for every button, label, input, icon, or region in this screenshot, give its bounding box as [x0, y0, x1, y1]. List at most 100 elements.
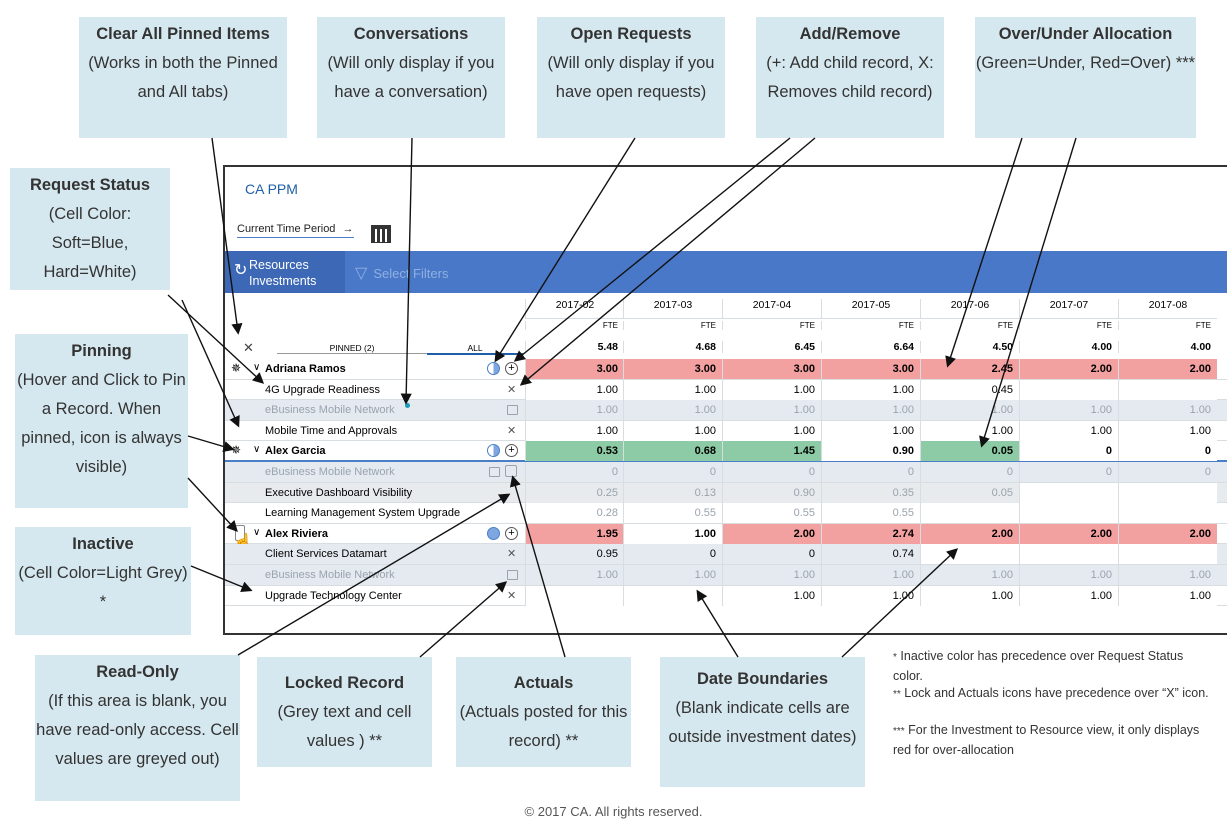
allocation-cell[interactable] [1118, 544, 1217, 565]
allocation-cell[interactable]: 3.00 [623, 359, 722, 379]
allocation-cell[interactable]: 0.55 [722, 503, 821, 524]
allocation-cell[interactable]: 3.00 [525, 359, 624, 379]
remove-child-icon[interactable]: ✕ [507, 589, 517, 602]
allocation-cell[interactable]: 1.00 [525, 379, 624, 400]
add-child-icon[interactable]: + [505, 526, 518, 540]
allocation-cell[interactable]: 0.90 [821, 441, 920, 462]
allocation-cell[interactable]: 1.00 [623, 379, 722, 400]
remove-child-icon[interactable]: ✕ [507, 548, 517, 561]
open-request-icon[interactable] [487, 444, 500, 458]
allocation-cell[interactable]: 0 [1118, 441, 1217, 462]
allocation-cell[interactable]: 0.05 [920, 441, 1019, 462]
allocation-cell[interactable]: 2.00 [1019, 523, 1118, 544]
allocation-cell[interactable]: 1.00 [920, 420, 1019, 441]
allocation-cell[interactable]: 1.00 [623, 523, 722, 544]
allocation-cell[interactable]: 1.00 [722, 420, 821, 441]
tab-pinned[interactable]: PINNED (2) [277, 343, 427, 354]
allocation-cell[interactable] [920, 503, 1019, 524]
allocation-cell[interactable]: 1.00 [722, 585, 821, 606]
allocation-cell[interactable]: 0.45 [920, 379, 1019, 400]
allocation-cell[interactable]: 1.95 [525, 523, 624, 544]
allocation-cell[interactable]: 0.74 [821, 544, 920, 565]
chevron-down-icon[interactable]: ∨ [253, 444, 261, 456]
chevron-down-icon[interactable]: ∨ [253, 526, 261, 538]
allocation-cell[interactable]: 0.28 [525, 503, 624, 524]
pin-icon[interactable]: ✵ [231, 361, 242, 375]
allocation-cell[interactable]: 1.00 [623, 420, 722, 441]
allocation-cell[interactable]: 1.00 [821, 420, 920, 441]
calendar-icon[interactable] [371, 225, 391, 243]
allocation-cell[interactable]: 0.55 [821, 503, 920, 524]
allocation-cell[interactable]: 1.45 [722, 441, 821, 462]
allocation-cell[interactable] [623, 585, 722, 606]
allocation-cell[interactable]: 0.13 [623, 482, 722, 503]
allocation-cell[interactable] [525, 585, 624, 606]
allocation-cell[interactable]: 3.00 [821, 359, 920, 379]
allocation-cell[interactable]: 0.55 [623, 503, 722, 524]
allocation-cell[interactable]: 2.00 [1118, 523, 1217, 544]
allocation-cell[interactable]: 1.00 [525, 420, 624, 441]
allocation-cell[interactable] [1019, 503, 1118, 524]
allocation-cell[interactable]: 1.00 [1019, 420, 1118, 441]
allocation-cell[interactable] [1118, 482, 1217, 503]
allocation-cell[interactable]: 1.00 [920, 585, 1019, 606]
allocation-cell[interactable]: 0 [722, 544, 821, 565]
tab-all[interactable]: ALL [427, 343, 523, 355]
allocation-cell[interactable]: 0 [623, 544, 722, 565]
remove-child-icon[interactable]: ✕ [507, 424, 517, 437]
allocation-cell[interactable] [1019, 379, 1118, 400]
add-child-icon[interactable]: + [505, 444, 518, 458]
allocation-cell[interactable]: 1.00 [1118, 585, 1217, 606]
allocation-cell[interactable]: 2.00 [920, 523, 1019, 544]
remove-child-icon[interactable]: ✕ [507, 383, 517, 396]
allocation-cell[interactable]: 0.05 [920, 482, 1019, 503]
allocation-cell[interactable]: 3.00 [722, 359, 821, 379]
allocation-cell[interactable]: 1.00 [821, 379, 920, 400]
add-child-icon[interactable]: + [505, 362, 518, 375]
allocation-cell[interactable]: 0 [1019, 441, 1118, 462]
tab-investments[interactable]: Investments [249, 274, 317, 288]
pin-icon[interactable]: ✵ [231, 443, 242, 458]
allocation-cell[interactable]: 2.00 [1118, 359, 1217, 379]
open-request-icon[interactable] [487, 526, 500, 540]
select-filters[interactable]: ▽Select Filters [355, 263, 448, 283]
allocation-cell[interactable]: 0.90 [722, 482, 821, 503]
conversation-icon[interactable] [405, 403, 410, 409]
allocation-cell[interactable]: 1.00 [821, 585, 920, 606]
clear-pinned-icon[interactable]: ✕ [243, 340, 254, 355]
allocation-cell[interactable]: 0.68 [623, 441, 722, 462]
open-request-icon[interactable] [487, 362, 500, 375]
allocation-cell[interactable]: 2.00 [722, 523, 821, 544]
tab-resources[interactable]: Resources [249, 258, 309, 272]
allocation-cell[interactable] [920, 544, 1019, 565]
allocation-cell[interactable] [1118, 503, 1217, 524]
allocation-cell[interactable] [1019, 544, 1118, 565]
allocation-cell[interactable]: 2.45 [920, 359, 1019, 379]
allocation-cell[interactable]: 2.00 [1019, 359, 1118, 379]
allocation-cell[interactable] [1019, 482, 1118, 503]
allocation-cell[interactable] [1118, 379, 1217, 400]
allocation-cell[interactable]: 1.00 [722, 379, 821, 400]
allocation-cell[interactable]: 0.95 [525, 544, 624, 565]
allocation-cell[interactable]: 0.53 [525, 441, 624, 462]
time-period-selector[interactable]: Current Time Period → [237, 223, 354, 238]
allocation-cell[interactable]: 1.00 [1019, 585, 1118, 606]
allocation-cell[interactable]: 2.74 [821, 523, 920, 544]
allocation-cell[interactable]: 0.35 [821, 482, 920, 503]
allocation-cell[interactable]: 1.00 [1118, 420, 1217, 441]
allocation-cell[interactable]: 0.25 [525, 482, 624, 503]
view-toggle[interactable]: ↻ Resources Investments [225, 251, 345, 293]
chevron-down-icon[interactable]: ∨ [253, 362, 261, 373]
